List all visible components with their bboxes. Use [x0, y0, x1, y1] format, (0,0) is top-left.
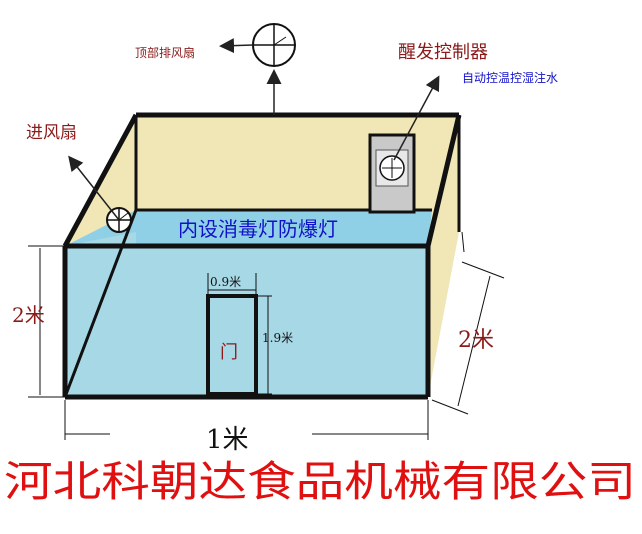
door-height-label: 1.9米: [262, 331, 293, 345]
door-label: 门: [220, 342, 238, 363]
controller-panel-icon: [368, 133, 416, 214]
lamp-banner-label: 内设消毒灯防爆灯: [178, 217, 338, 241]
width-bottom-label: 1米: [206, 425, 249, 455]
company-name: 河北科朝达食品机械有限公司: [4, 457, 636, 506]
arrow-icon: [219, 38, 254, 54]
room-frame: [62, 112, 462, 400]
depth-right-label: 2米: [458, 328, 494, 353]
top-fan-label: 顶部排风扇: [135, 45, 195, 60]
arrow-icon: [68, 155, 120, 221]
left-blue-wedge: [65, 232, 136, 397]
controller-sub-label: 自动控温控湿注水: [462, 70, 558, 85]
door-width-label: 0.9米: [210, 275, 241, 289]
fan-icon: [252, 23, 296, 67]
height-left-label: 2米: [12, 303, 45, 327]
lamp-banner-band: [65, 210, 432, 246]
intake-fan-label: 进风扇: [26, 123, 77, 143]
door: [206, 294, 258, 396]
controller-label: 醒发控制器: [398, 42, 488, 63]
right-wall: [428, 115, 459, 397]
arrow-icon: [393, 75, 440, 161]
